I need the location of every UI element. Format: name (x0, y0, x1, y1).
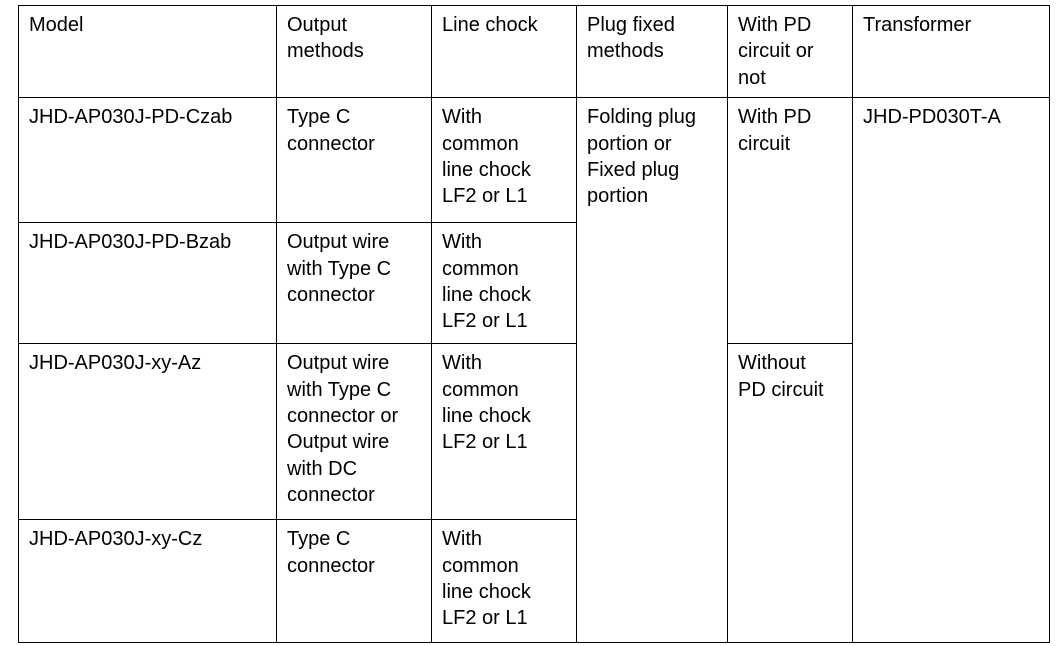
cell-model-4: JHD-AP030J-xy-Cz (18, 519, 277, 644)
cell-model-1: JHD-AP030J-PD-Czab (18, 97, 277, 224)
cell-output-1: Type C connector (276, 97, 432, 224)
cell-pd-with-circuit: With PD circuit (727, 97, 853, 345)
cell-model-2: JHD-AP030J-PD-Bzab (18, 222, 277, 345)
column-header-chock: Line chock (431, 4, 577, 99)
cell-model-3: JHD-AP030J-xy-Az (18, 343, 277, 521)
column-header-transformer: Transformer (852, 4, 1050, 99)
table-header-row: Model Output methods Line chock Plug fix… (18, 4, 1050, 99)
cell-chock-4: With common line chock LF2 or L1 (431, 519, 577, 644)
table-row: JHD-AP030J-xy-Az Output wire with Type C… (18, 343, 1050, 644)
cell-chock-3: With common line chock LF2 or L1 (431, 343, 577, 521)
column-header-plug: Plug fixed methods (576, 4, 728, 99)
column-header-output: Output methods (276, 4, 432, 99)
product-spec-table: Model Output methods Line chock Plug fix… (18, 4, 1050, 644)
table-row: JHD-AP030J-xy-Cz Type C connector With c… (18, 519, 1050, 644)
column-header-model: Model (18, 4, 277, 99)
cell-chock-1: With common line chock LF2 or L1 (431, 97, 577, 224)
cell-chock-2: With common line chock LF2 or L1 (431, 222, 577, 345)
cell-output-4: Type C connector (276, 519, 432, 644)
table-row: JHD-AP030J-PD-Bzab Output wire with Type… (18, 222, 1050, 345)
cell-transformer: JHD-PD030T-A (852, 97, 1050, 644)
column-header-pd: With PD circuit or not (727, 4, 853, 99)
cell-output-3: Output wire with Type C connector or Out… (276, 343, 432, 521)
cell-pd-without-circuit: Without PD circuit (727, 343, 853, 644)
cell-output-2: Output wire with Type C connector (276, 222, 432, 345)
cell-plug-fixed-methods: Folding plug portion or Fixed plug porti… (576, 97, 728, 644)
table-row: JHD-AP030J-PD-Czab Type C connector With… (18, 97, 1050, 644)
